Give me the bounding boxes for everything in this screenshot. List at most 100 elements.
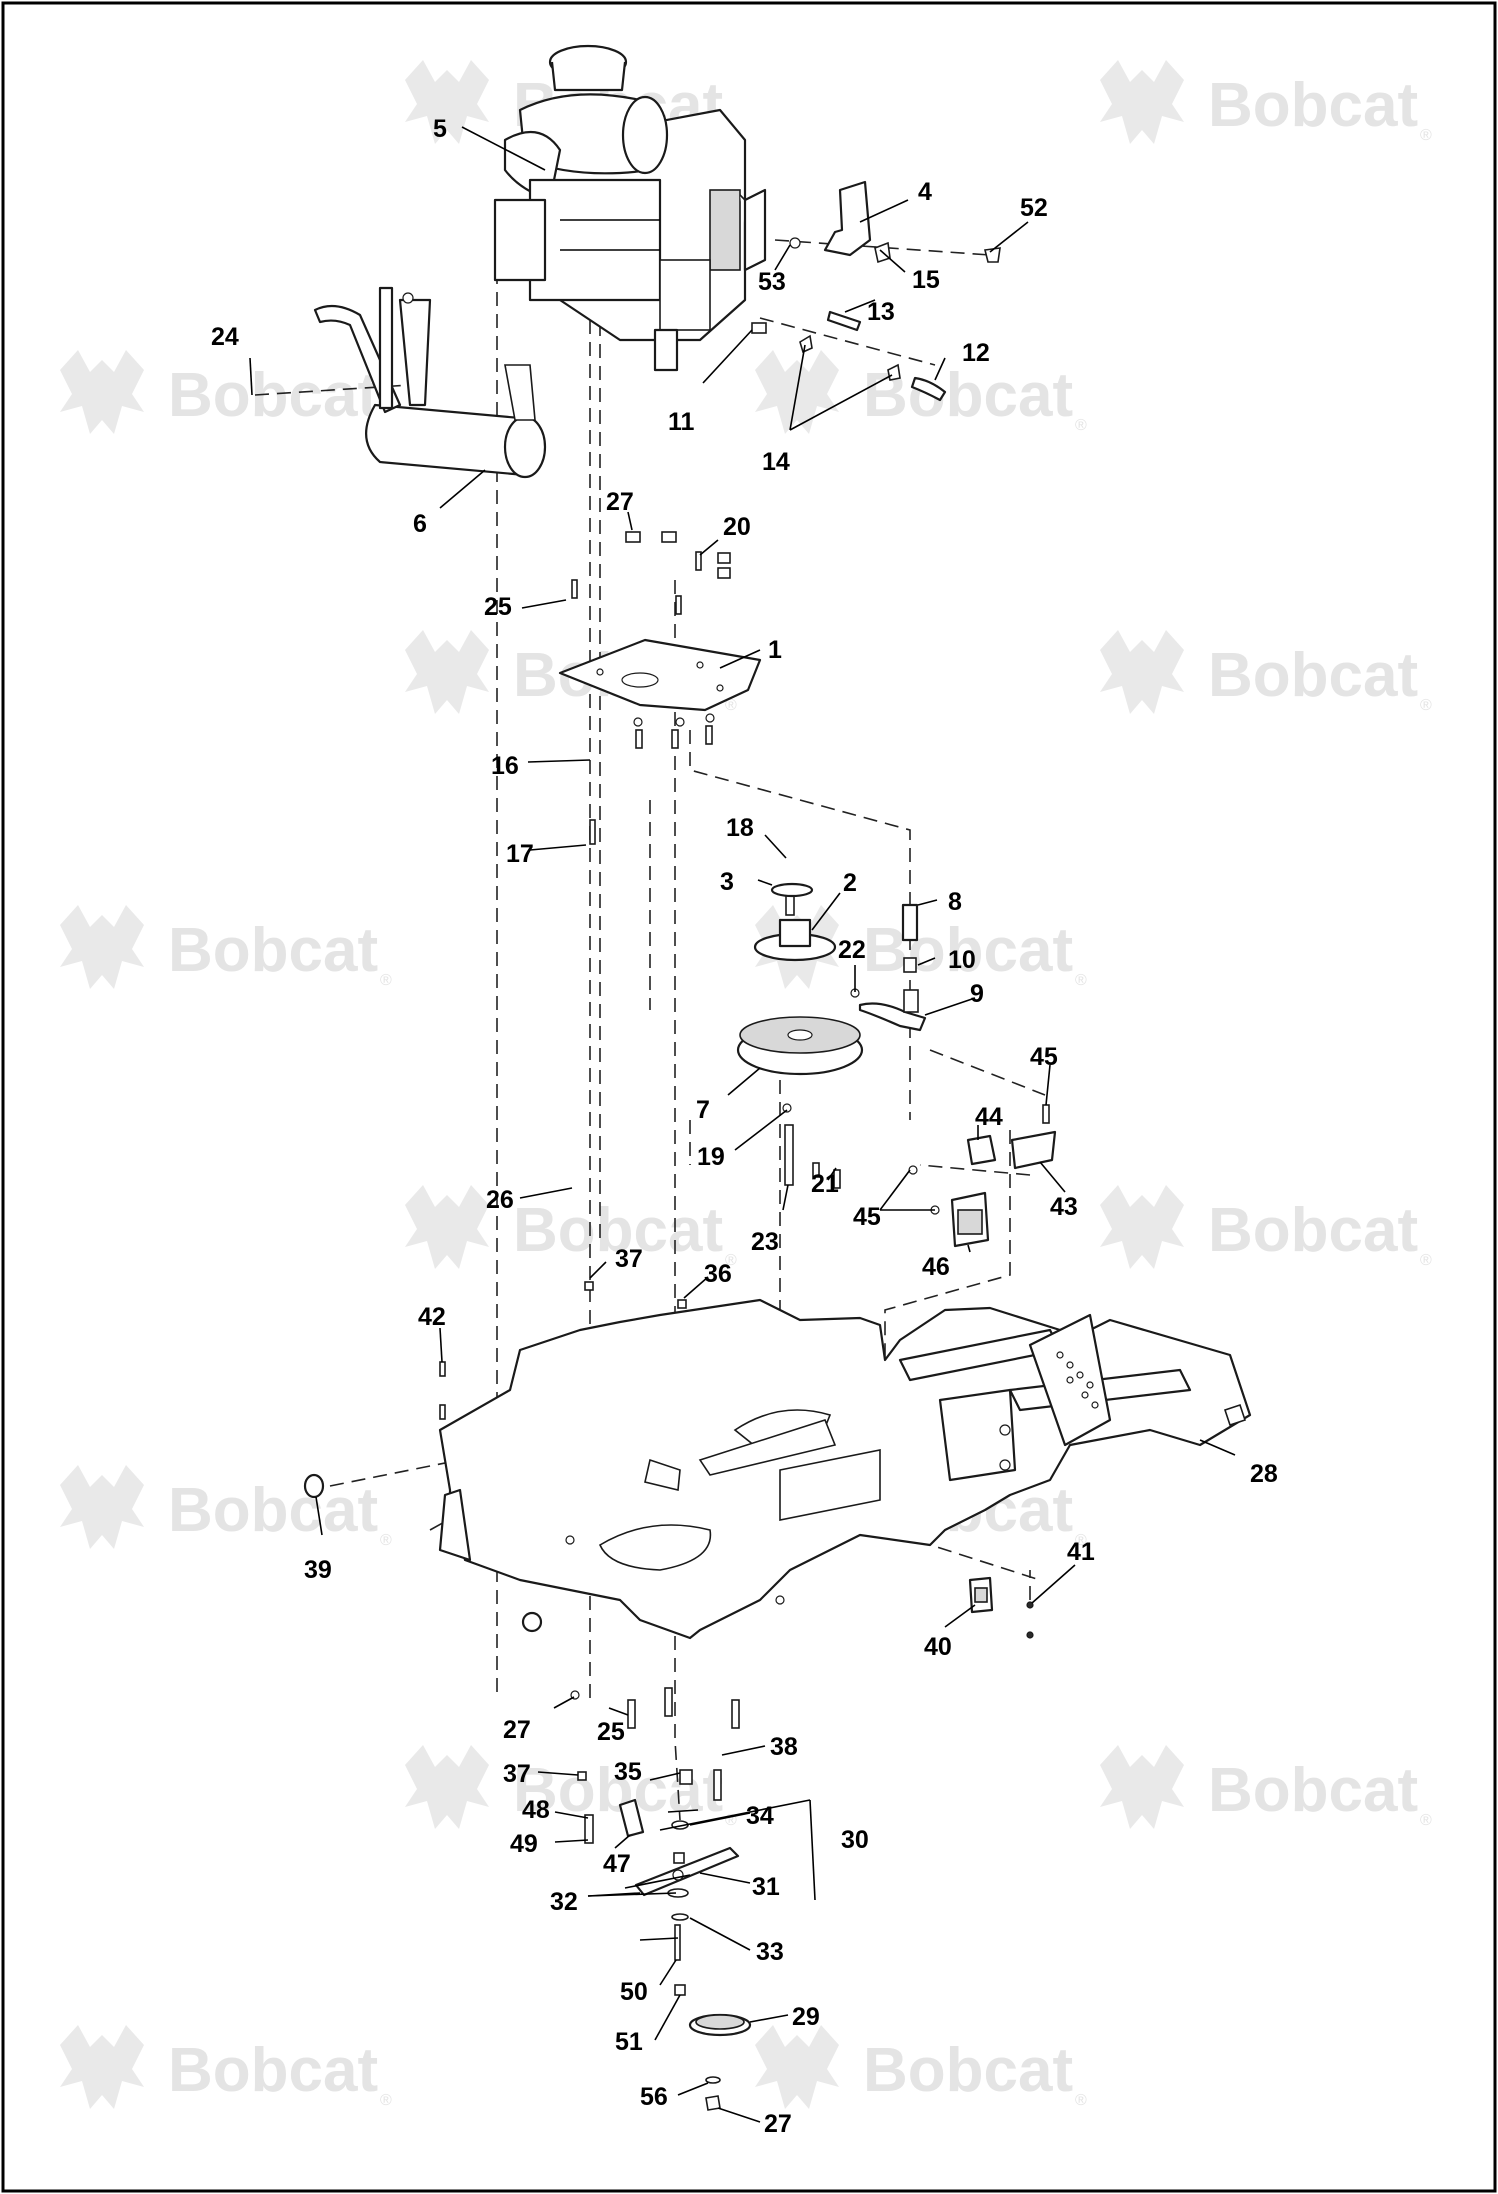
callout-37-top: 37 xyxy=(615,1245,643,1273)
svg-text:Bobcat: Bobcat xyxy=(863,2036,1073,2105)
watermark: Bobcat® xyxy=(60,905,392,989)
callout-44: 44 xyxy=(975,1103,1003,1131)
watermark: Bobcat® xyxy=(1100,630,1432,714)
callout-33: 33 xyxy=(756,1938,784,1966)
callout-28: 28 xyxy=(1250,1460,1278,1488)
callout-42: 42 xyxy=(418,1303,446,1331)
svg-text:®: ® xyxy=(1420,697,1432,714)
idler-assembly-bottom xyxy=(570,1687,816,2111)
callout-9: 9 xyxy=(970,980,984,1008)
callout-47: 47 xyxy=(603,1850,631,1878)
callout-15: 15 xyxy=(912,266,940,294)
callout-53: 53 xyxy=(758,268,786,296)
callout-35: 35 xyxy=(614,1758,642,1786)
callout-4: 4 xyxy=(918,178,932,206)
callout-39: 39 xyxy=(304,1556,332,1584)
svg-text:Bobcat: Bobcat xyxy=(513,1196,723,1265)
callout-27-mid: 27 xyxy=(503,1716,531,1744)
watermark: Bobcat® xyxy=(60,1465,392,1549)
svg-text:®: ® xyxy=(1420,1252,1432,1269)
pulley-assembly xyxy=(736,882,864,1189)
callout-7: 7 xyxy=(696,1096,710,1124)
cable-hardware xyxy=(751,310,947,402)
svg-text:Bobcat: Bobcat xyxy=(1208,641,1418,710)
svg-text:®: ® xyxy=(1075,972,1087,989)
fasteners-upper xyxy=(571,531,731,845)
callout-27-top: 27 xyxy=(606,488,634,516)
svg-text:®: ® xyxy=(1420,127,1432,144)
callout-10: 10 xyxy=(948,946,976,974)
watermark: Bobcat® xyxy=(405,1185,737,1269)
callout-18: 18 xyxy=(726,814,754,842)
callout-29: 29 xyxy=(792,2003,820,2031)
svg-text:®: ® xyxy=(1075,417,1087,434)
callout-22: 22 xyxy=(838,936,866,964)
callout-32: 32 xyxy=(550,1888,578,1916)
svg-text:Bobcat: Bobcat xyxy=(1208,1756,1418,1825)
callout-6: 6 xyxy=(413,510,427,538)
svg-text:®: ® xyxy=(725,697,737,714)
mount-plate xyxy=(558,638,762,712)
callout-37-bottom: 37 xyxy=(503,1760,531,1788)
callout-1: 1 xyxy=(768,636,782,664)
callout-26: 26 xyxy=(486,1186,514,1214)
watermark: Bobcat® xyxy=(1100,60,1432,144)
callout-25-top: 25 xyxy=(484,593,512,621)
idler-arm xyxy=(850,903,927,1032)
callout-20: 20 xyxy=(723,513,751,541)
svg-text:Bobcat: Bobcat xyxy=(168,2036,378,2105)
callout-52: 52 xyxy=(1020,194,1048,222)
svg-text:Bobcat: Bobcat xyxy=(1208,1196,1418,1265)
svg-text:®: ® xyxy=(1075,2092,1087,2109)
watermark: Bobcat® xyxy=(755,2025,1087,2109)
callout-2: 2 xyxy=(843,869,857,897)
svg-text:®: ® xyxy=(725,1252,737,1269)
svg-text:Bobcat: Bobcat xyxy=(168,916,378,985)
svg-text:®: ® xyxy=(380,972,392,989)
svg-text:Bobcat: Bobcat xyxy=(513,1756,723,1825)
callout-30: 30 xyxy=(841,1826,869,1854)
watermark: Bobcat® xyxy=(60,350,392,434)
callout-23: 23 xyxy=(751,1228,779,1256)
watermark: Bobcat® xyxy=(1100,1185,1432,1269)
watermark-layer: Bobcat® Bobcat® Bobcat® Bobcat® Bobcat® … xyxy=(60,60,1432,2109)
callout-13: 13 xyxy=(867,298,895,326)
callout-11: 11 xyxy=(668,408,695,436)
sensor-bracket xyxy=(908,1104,1057,1248)
callout-49: 49 xyxy=(510,1830,538,1858)
leader-lines xyxy=(249,126,1236,2123)
svg-text:Bobcat: Bobcat xyxy=(1208,71,1418,140)
callout-3: 3 xyxy=(720,868,734,896)
callout-31: 31 xyxy=(752,1873,780,1901)
svg-text:®: ® xyxy=(1075,1532,1087,1549)
callout-24: 24 xyxy=(211,323,239,351)
callout-25-bottom: 25 xyxy=(597,1718,625,1746)
callout-8: 8 xyxy=(948,888,962,916)
callout-41: 41 xyxy=(1067,1538,1095,1566)
callout-46: 46 xyxy=(922,1253,950,1281)
callout-51: 51 xyxy=(615,2028,643,2056)
callout-45-top: 45 xyxy=(1030,1043,1058,1071)
chassis-hardware xyxy=(303,1281,1034,1639)
callout-45-bottom: 45 xyxy=(853,1203,881,1231)
callout-56: 56 xyxy=(640,2083,668,2111)
svg-text:Bobcat: Bobcat xyxy=(168,1476,378,1545)
chassis-frame xyxy=(438,1298,1252,1640)
callout-16: 16 xyxy=(491,752,519,780)
svg-text:Bobcat: Bobcat xyxy=(863,916,1073,985)
muffler xyxy=(313,286,547,479)
callout-48: 48 xyxy=(522,1796,550,1824)
callout-38: 38 xyxy=(770,1733,798,1761)
svg-text:®: ® xyxy=(380,2092,392,2109)
engine-assembly xyxy=(493,44,767,372)
svg-text:Bobcat: Bobcat xyxy=(168,361,378,430)
watermark: Bobcat® xyxy=(405,1745,737,1829)
callout-27-bottom: 27 xyxy=(764,2110,792,2138)
watermark: Bobcat® xyxy=(1100,1745,1432,1829)
callout-12: 12 xyxy=(962,339,990,367)
callout-5: 5 xyxy=(433,115,447,143)
callout-labels: 5 4 52 53 15 13 12 24 11 14 6 27 20 25 1… xyxy=(211,115,1278,2138)
